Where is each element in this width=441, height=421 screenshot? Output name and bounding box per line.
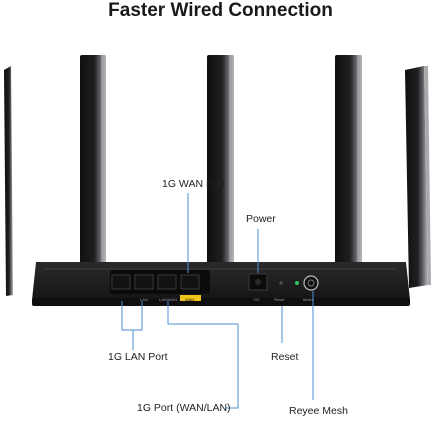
panel-label-mesh: Mesh bbox=[303, 297, 313, 302]
lan-port bbox=[111, 274, 131, 290]
label-port-wan-lan: 1G Port (WAN/LAN) bbox=[137, 402, 231, 414]
antenna-far-left bbox=[4, 66, 13, 296]
callout-line-lan bbox=[121, 301, 143, 331]
panel-label-wan: WAN bbox=[185, 297, 194, 302]
label-power: Power bbox=[246, 213, 276, 225]
reset-pinhole bbox=[279, 281, 283, 285]
antenna-right bbox=[335, 55, 362, 285]
lan-wan-port bbox=[157, 274, 177, 290]
antenna-far-right bbox=[405, 66, 431, 288]
port-bay bbox=[110, 270, 210, 301]
antenna-center bbox=[207, 55, 234, 285]
callout-line-wan-lan bbox=[167, 301, 239, 409]
lan-port-2 bbox=[134, 274, 154, 290]
panel-label-lan-wan: LAN/WAN bbox=[159, 297, 177, 302]
router-body bbox=[32, 262, 410, 306]
wan-port-accent bbox=[180, 295, 201, 301]
antenna-left bbox=[80, 55, 106, 285]
panel-label-reset: Reset bbox=[274, 297, 285, 302]
mesh-button bbox=[303, 275, 319, 291]
label-reyee-mesh: Reyee Mesh bbox=[289, 405, 348, 417]
dc-jack bbox=[248, 273, 268, 291]
page-title: Faster Wired Connection bbox=[108, 0, 333, 21]
label-wan-port: 1G WAN Port bbox=[162, 178, 226, 190]
label-lan-port: 1G LAN Port bbox=[108, 351, 168, 363]
panel-label-dc: DC bbox=[254, 297, 260, 302]
panel-label-lan: LAN bbox=[140, 297, 148, 302]
status-led bbox=[295, 281, 299, 285]
label-reset: Reset bbox=[271, 351, 299, 363]
wan-port bbox=[180, 274, 200, 290]
